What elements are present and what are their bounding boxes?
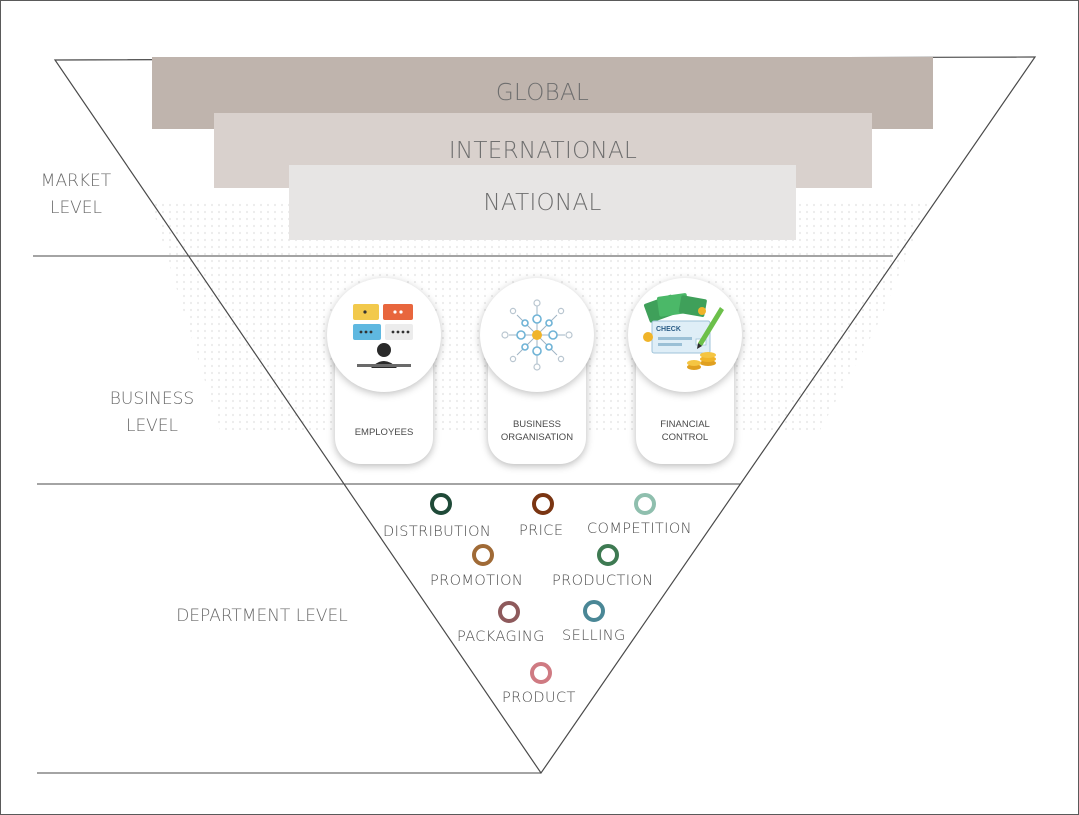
card-organisation-label: BUSINESS ORGANISATION [500,419,574,443]
dept-promotion: PROMOTION [430,573,524,589]
dept-price: PRICE [519,523,564,539]
selling-ring-icon [583,600,605,622]
card-financial-control: CHECK FINANCIAL CONTROL [628,278,742,464]
product-ring-icon [530,662,552,684]
packaging-ring-icon [498,601,520,623]
financial-circle: CHECK [628,278,742,392]
card-business-organisation: BUSINESS ORGANISATION [480,278,594,464]
check-text: CHECK [656,326,681,333]
check-money-icon: CHECK [643,293,724,370]
price-ring-icon [532,493,554,515]
dept-product: PRODUCT [502,690,576,706]
dept-packaging: PACKAGING [457,629,545,645]
organisation-circle [480,278,594,392]
department-level-label: DEPARTMENT LEVEL [176,606,348,626]
network-icon [501,299,573,371]
employees-circle [327,278,441,392]
card-employees: EMPLOYEES [327,278,441,464]
band-national-label: NATIONAL [483,189,602,216]
business-level-label: BUSINESS LEVEL [109,389,195,436]
distribution-ring-icon [430,493,452,515]
dept-selling: SELLING [562,628,626,644]
band-global-label: GLOBAL [495,80,590,106]
competition-ring-icon [634,493,656,515]
card-financial-label: FINANCIAL CONTROL [660,419,710,443]
card-employees-label: EMPLOYEES [354,427,414,438]
dept-production: PRODUCTION [552,573,654,589]
band-national: NATIONAL [289,165,796,240]
band-international-label: INTERNATIONAL [448,137,638,164]
employees-chat-icon [353,304,413,368]
market-level-label: MARKET LEVEL [40,171,112,218]
dept-competition: COMPETITION [587,521,692,537]
promotion-ring-icon [472,544,494,566]
dept-distribution: DISTRIBUTION [383,524,492,540]
production-ring-icon [597,544,619,566]
